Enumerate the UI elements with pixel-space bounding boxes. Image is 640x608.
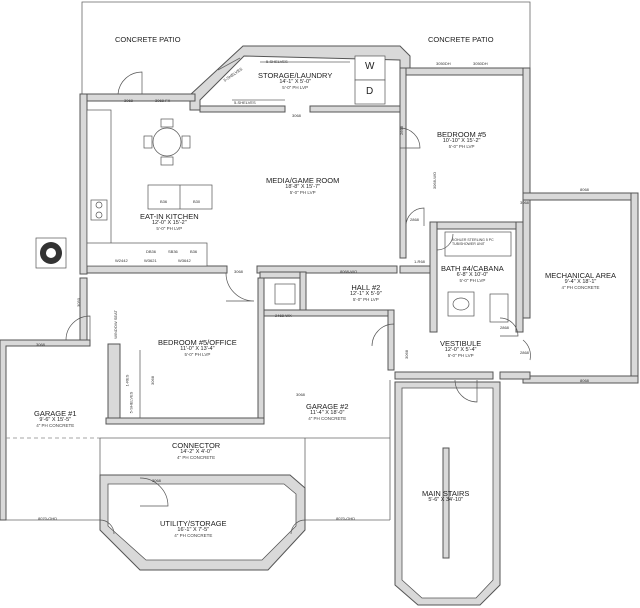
bedroom5-label: BEDROOM #5 10'-10" X 15'-2" 5'-0" PH LVP: [437, 130, 487, 149]
garage2-label: GARAGE #2 11'-4" X 18'-0" 4" PH CONCRETE: [306, 402, 349, 421]
garage1-walls: [0, 339, 91, 521]
door-3050dh-b-label: 3050DH: [473, 61, 488, 66]
tub-label: KOHLER STERLING 5 PC TUB/SHOWER UNIT: [452, 238, 494, 246]
door-8068-bot-label: 8068: [580, 378, 589, 383]
patio-left-label: CONCRETE PATIO: [115, 35, 181, 44]
garage-door-right-label: 8070-OHD: [336, 516, 356, 521]
mechanical-label: MECHANICAL AREA 9'-4" X 18'-1" 4" PH CON…: [545, 271, 616, 290]
door-3068-label: 3068: [124, 98, 133, 103]
kitchen-label: EAT-IN KITCHEN 12'-0" X 15'-2" 5'-0" PH …: [140, 212, 199, 231]
door-8068-top-label: 8068: [580, 187, 589, 192]
shelves-top-label: 5-SHELVES: [266, 59, 288, 64]
bedroom-office-label: BEDROOM #5/OFFICE 11'-0" X 13'-4" 5'-0" …: [158, 338, 237, 357]
door-2868-b-label: 2868: [500, 325, 509, 330]
storage-laundry-walls: [189, 45, 411, 111]
shelves-office-label: 5-SHELVES: [128, 391, 134, 414]
door-3068-c-label: 3068: [234, 269, 243, 274]
door-3068-mid-label: 3068: [296, 392, 305, 397]
window-seat-label: WINDOW SEAT: [112, 310, 118, 339]
utility-label: UTILITY/STORAGE 16'-1" X 7'-5" 4" PH CON…: [160, 519, 227, 538]
door-3068-wo-label: 3068-WO: [432, 171, 438, 190]
cab-w2442-label: W2442: [115, 258, 128, 263]
door-3050dh-label: 3050DH: [436, 61, 451, 66]
office-res-label: 1-RES: [124, 374, 130, 387]
main-stairs-label: MAIN STAIRS 5'-6" X 34'-10": [422, 489, 470, 503]
office-door-label: 3068: [149, 376, 155, 385]
door-3068-f-label: 3068: [152, 478, 161, 483]
door-3068-b-label: 3068: [292, 113, 301, 118]
cab-w3621-label: W3621: [144, 258, 157, 263]
door-8068wo-label: 8068-WO: [340, 269, 358, 274]
door-1r68-label: 1-R68: [414, 259, 425, 264]
shelves-bottom-label: 5-SHELVES: [234, 100, 256, 105]
vestibule-label: VESTIBULE 12'-0" X 5'-4" 5'-0" PH LVP: [440, 339, 482, 358]
storage-laundry-label: STORAGE/LAUNDRY 14'-1" X 5'-0" 5'-0" PH …: [258, 71, 333, 90]
dryer: [354, 79, 386, 105]
washer-label: W: [365, 61, 375, 72]
patio-right-label: CONCRETE PATIO: [428, 35, 494, 44]
connector-label: CONNECTOR 14'-2" X 4'-0" 4" PH CONCRETE: [172, 441, 221, 460]
dining-table: [152, 127, 182, 157]
door-2868-c-label: 2868: [520, 350, 529, 355]
cab-b36-label: B36: [160, 199, 168, 204]
cab-w3642-label: W3642: [178, 258, 191, 263]
cab-b36b-label: B36: [190, 249, 198, 254]
cab-sb36-label: SB36: [168, 249, 178, 254]
door-3068-g-label: 3068: [520, 200, 529, 205]
door-2468-label: 2468-WX: [275, 313, 292, 318]
garage1-label: GARAGE #1 9'-6" X 15'-5" 4" PH CONCRETE: [34, 409, 77, 428]
door-3068-d-label: 3068: [36, 342, 45, 347]
door-2668-label: 2668: [398, 126, 404, 135]
garage-door-left-label: 8070-OHD: [38, 516, 58, 521]
hall2-label: HALL #2 12'-1" X 5'-9" 5'-0" PH LVP: [350, 283, 382, 302]
door-3068-e-label: 3068: [403, 350, 409, 359]
door-2868-label: 2868: [410, 217, 419, 222]
bath4-label: BATH #4/CABANA 6'-8" X 10'-0" 5'-0" PH L…: [441, 264, 504, 283]
media-room-label: MEDIA/GAME ROOM 18'-8" X 15'-7" 5'-0" PH…: [266, 176, 340, 195]
door-3068fx-label: 3068-FX: [155, 98, 171, 103]
washer: [354, 55, 386, 81]
cab-db36-label: DB36: [146, 249, 157, 254]
cab-b30-label: B30: [193, 199, 201, 204]
door-3050-label: 3050: [75, 298, 81, 307]
dryer-label: D: [366, 86, 374, 97]
